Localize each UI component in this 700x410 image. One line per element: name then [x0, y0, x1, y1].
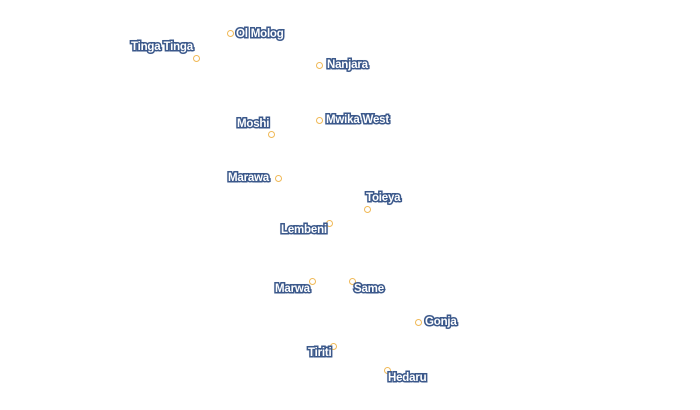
place-marker-icon[interactable]	[193, 55, 200, 62]
place-marker-icon[interactable]	[364, 206, 371, 213]
place-marker-icon[interactable]	[349, 278, 356, 285]
place-marker-icon[interactable]	[268, 131, 275, 138]
place-marker-icon[interactable]	[309, 278, 316, 285]
place-marker-icon[interactable]	[227, 30, 234, 37]
place-label: Tiriti	[307, 346, 334, 361]
place-marker-icon[interactable]	[316, 62, 323, 69]
place-label: Ol Molog	[235, 27, 286, 42]
place-marker-icon[interactable]	[275, 175, 282, 182]
place-label: Lembeni	[280, 223, 329, 238]
place-marker-icon[interactable]	[326, 220, 333, 227]
place-label: Tinga Tinga	[130, 40, 195, 55]
place-label: Mwika West	[325, 113, 391, 128]
place-label: Toieya	[364, 191, 402, 206]
place-label: Nanjara	[326, 58, 370, 73]
place-label: Marwa	[274, 282, 312, 297]
place-label: Marawa	[227, 171, 271, 186]
place-marker-icon[interactable]	[415, 319, 422, 326]
place-label: Hedaru	[386, 371, 428, 386]
place-label: Same	[353, 282, 386, 297]
place-label: Moshi	[235, 117, 270, 132]
place-marker-icon[interactable]	[384, 367, 391, 374]
place-label: Gonja	[424, 315, 459, 330]
place-marker-icon[interactable]	[316, 117, 323, 124]
place-marker-icon[interactable]	[330, 343, 337, 350]
